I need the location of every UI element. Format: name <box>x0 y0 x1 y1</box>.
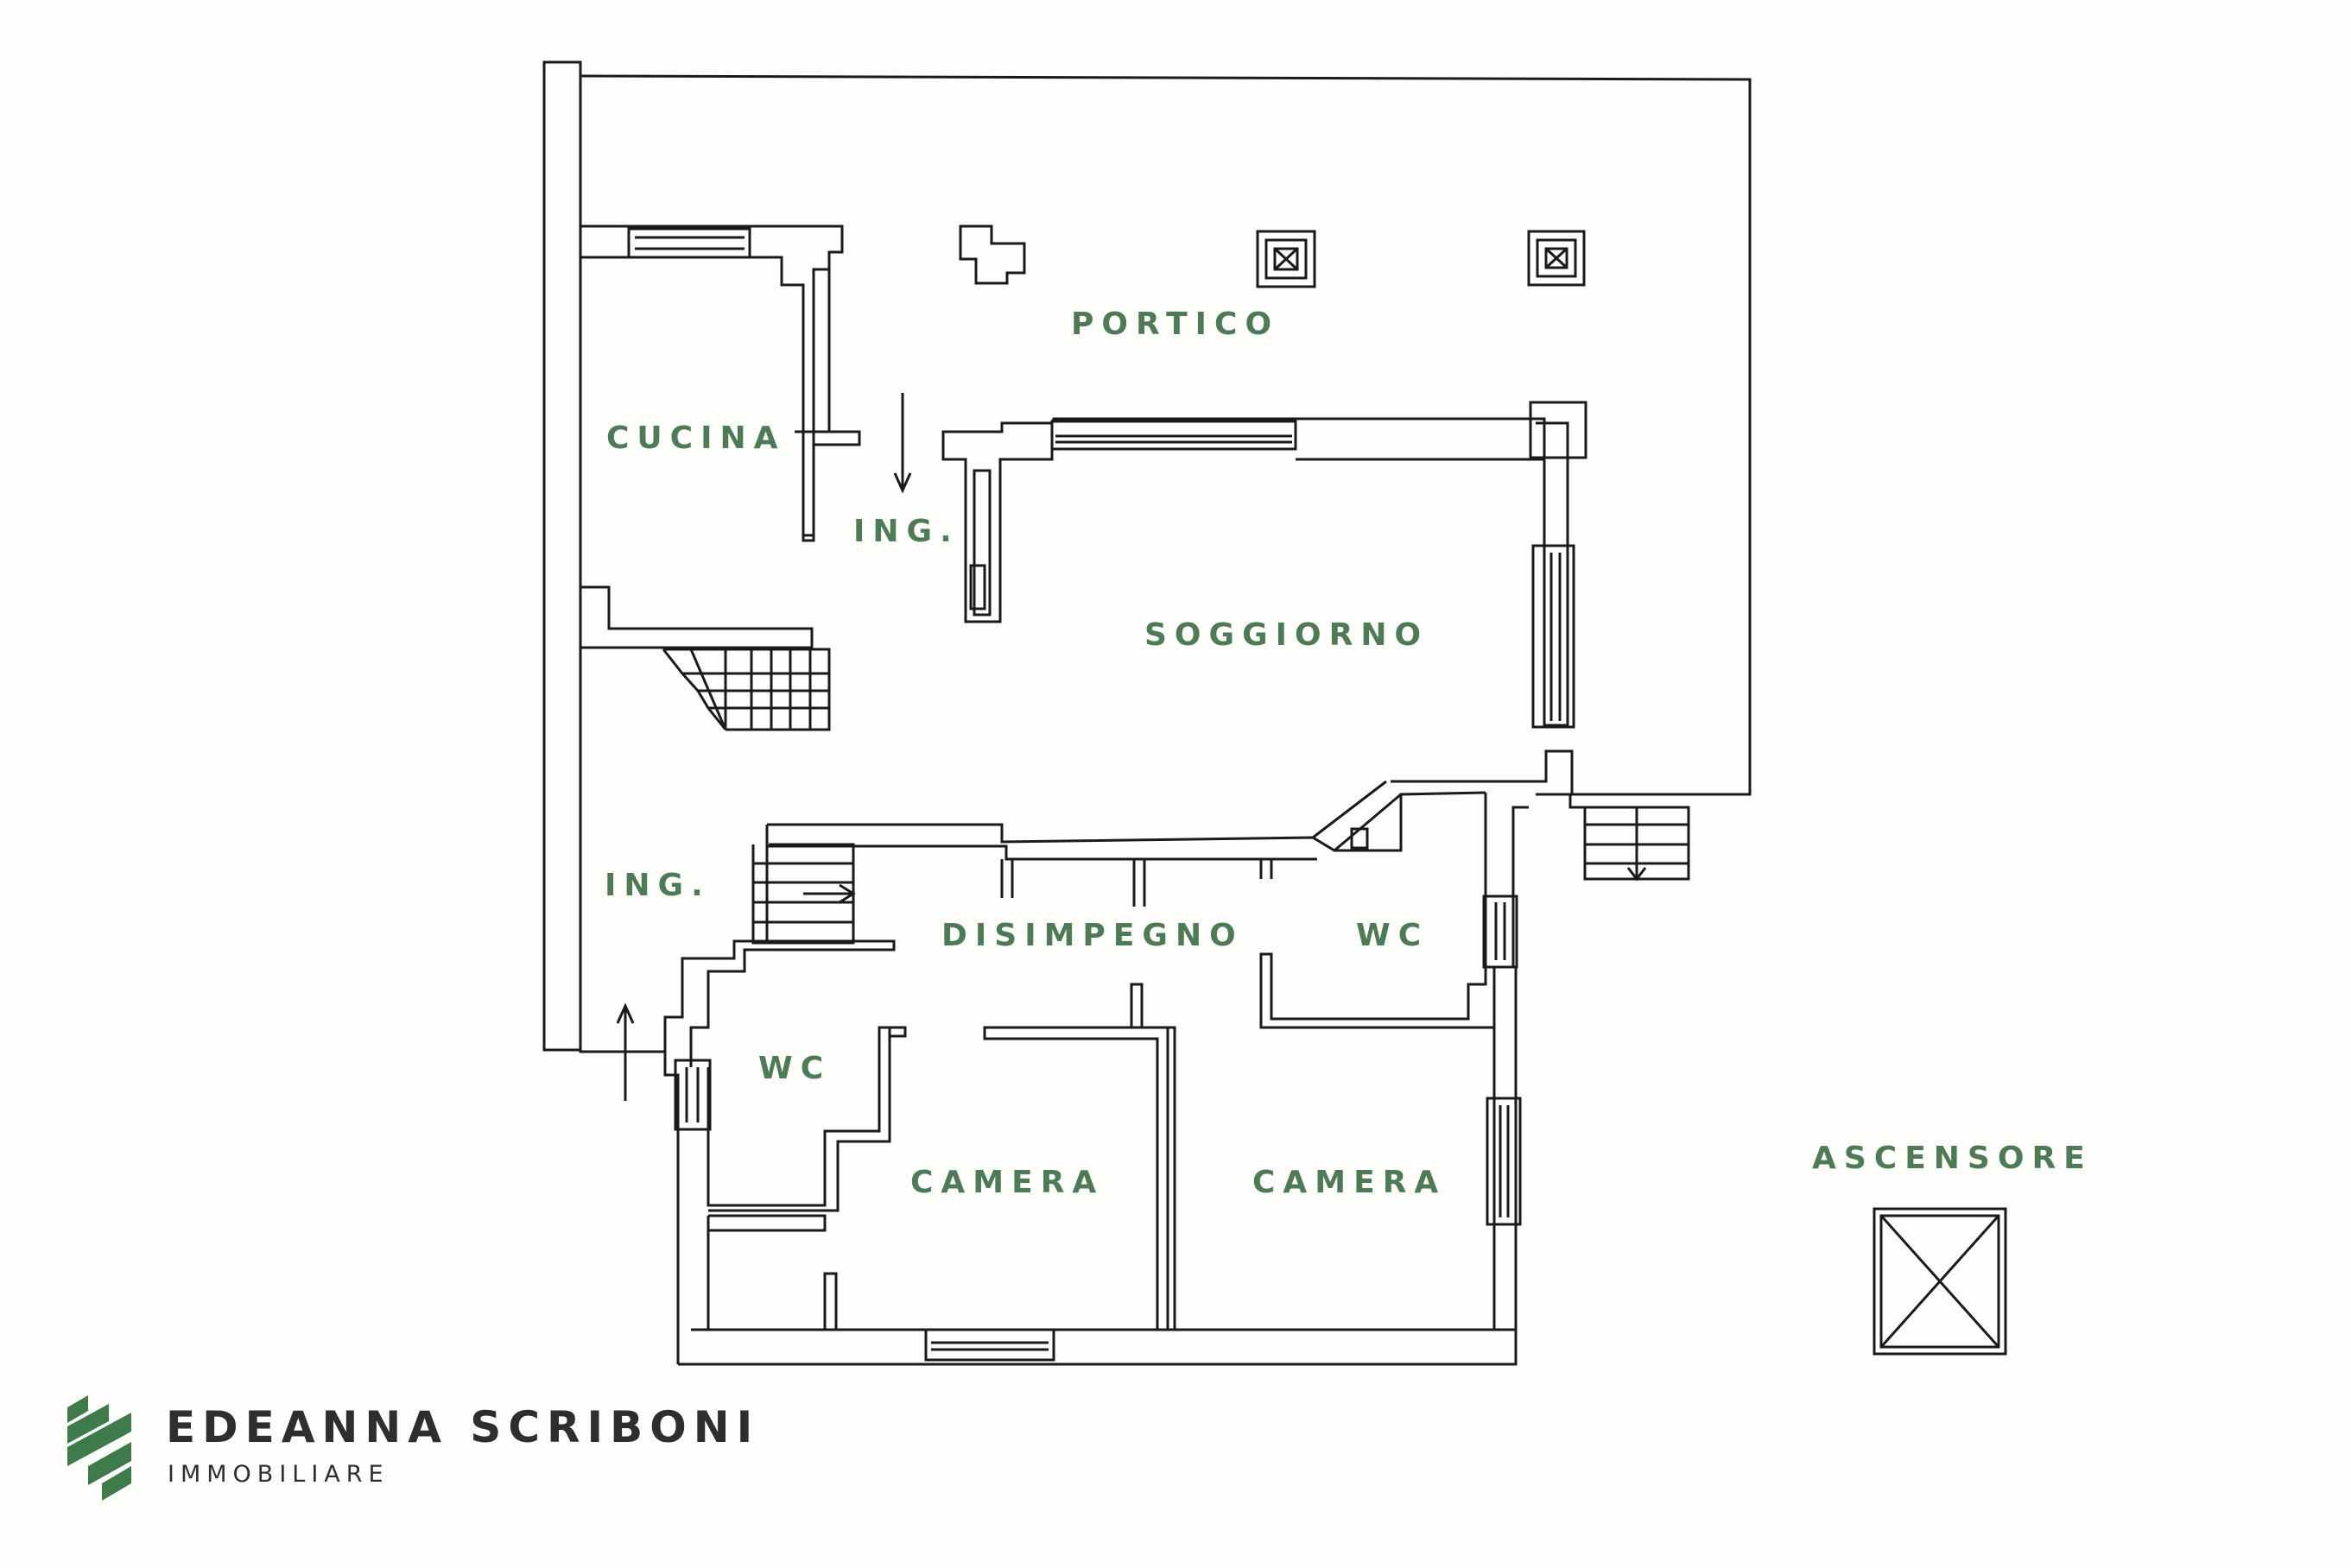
wc-right-window-inner <box>1494 902 1506 960</box>
entry-arrow-left <box>616 1002 635 1101</box>
post-small <box>1350 827 1369 850</box>
column-stub-small <box>969 564 986 610</box>
elevator-shaft <box>1873 1207 2007 1356</box>
living-right-window-inner <box>1549 553 1562 721</box>
disimpegno-lower-stub <box>1130 983 1144 1029</box>
outer-left-wall <box>542 60 582 1052</box>
kitchen-window <box>627 227 751 259</box>
camera-right-window-inner <box>1499 1105 1510 1217</box>
disimpegno-divider-1 <box>1000 859 1014 898</box>
lower-left-outer <box>663 1052 680 1364</box>
living-bottom-wall <box>1391 749 1574 796</box>
portico-chimney <box>959 224 1026 285</box>
wc-right-window <box>1482 895 1518 969</box>
dividing-wall-top <box>767 791 1486 852</box>
stairs-exterior-arrow <box>1626 850 1647 882</box>
living-window-top-inner <box>1055 434 1292 444</box>
stairs-upper-steps <box>662 648 829 730</box>
wc-left-window <box>674 1059 712 1131</box>
kitchen-bottom <box>580 585 814 649</box>
room-label-camera-right: CAMERA <box>1252 1165 1447 1200</box>
stripes-logo-icon <box>67 1395 131 1501</box>
bottom-window-inner <box>931 1341 1049 1351</box>
room-label-soggiorno: SOGGIORNO <box>1144 617 1429 653</box>
dividing-wall-bottom <box>765 825 1317 861</box>
room-label-ascensore: ASCENSORE <box>1812 1141 2093 1176</box>
stairs-lower <box>751 843 855 945</box>
wc-right-walls <box>1259 952 1496 1029</box>
room-label-wc-right: WC <box>1356 918 1429 953</box>
portico-column-2 <box>1527 230 1586 287</box>
room-label-ing-left: ING. <box>605 868 711 903</box>
portico-column-1 <box>1256 230 1316 288</box>
stairs-exterior <box>1536 793 1690 881</box>
wc-left-top <box>879 1026 907 1038</box>
entry-arrow-top <box>893 393 912 494</box>
living-right-window <box>1531 544 1575 729</box>
bottom-wall <box>678 1328 1518 1366</box>
stairs-lower-arrow <box>803 883 856 904</box>
entry-wall-b <box>941 421 1054 623</box>
room-label-cucina: CUCINA <box>606 420 786 456</box>
portico-outline <box>580 74 1752 796</box>
entry-wall-a <box>795 430 861 542</box>
right-block <box>1484 793 1529 969</box>
stairs-lower-lines <box>753 846 853 943</box>
kitchen-window-inner <box>635 236 745 250</box>
bottom-left-room-walls <box>707 1214 827 1330</box>
stairs-exterior-lines <box>1585 807 1689 879</box>
diagonal-wall <box>1312 780 1402 852</box>
lower-left-wall <box>579 648 896 1067</box>
room-label-disimpegno: DISIMPEGNO <box>941 918 1244 953</box>
brand-subtitle: IMMOBILIARE <box>168 1461 390 1488</box>
camera-right-outer <box>1492 967 1518 1331</box>
camera-right-window <box>1486 1097 1522 1226</box>
living-top-wall <box>1050 417 1546 461</box>
bottom-left-stub <box>823 1272 838 1331</box>
living-window-top <box>1050 420 1297 451</box>
wc-left-window-inner <box>685 1067 700 1122</box>
bottom-window <box>924 1328 1055 1362</box>
room-label-portico: PORTICO <box>1071 307 1280 342</box>
corner-post <box>1529 401 1587 459</box>
kitchen-outline <box>580 256 829 537</box>
room-label-wc-left: WC <box>758 1051 832 1086</box>
living-right-wall <box>1536 421 1569 727</box>
disimpegno-divider-3 <box>1259 859 1273 879</box>
room-label-ing-top: ING. <box>853 514 960 549</box>
brand-name: EDEANNA SCRIBONI <box>166 1402 760 1452</box>
room-label-camera-left: CAMERA <box>910 1165 1105 1200</box>
column-stub <box>973 469 992 616</box>
disimpegno-divider-2 <box>1132 859 1146 907</box>
